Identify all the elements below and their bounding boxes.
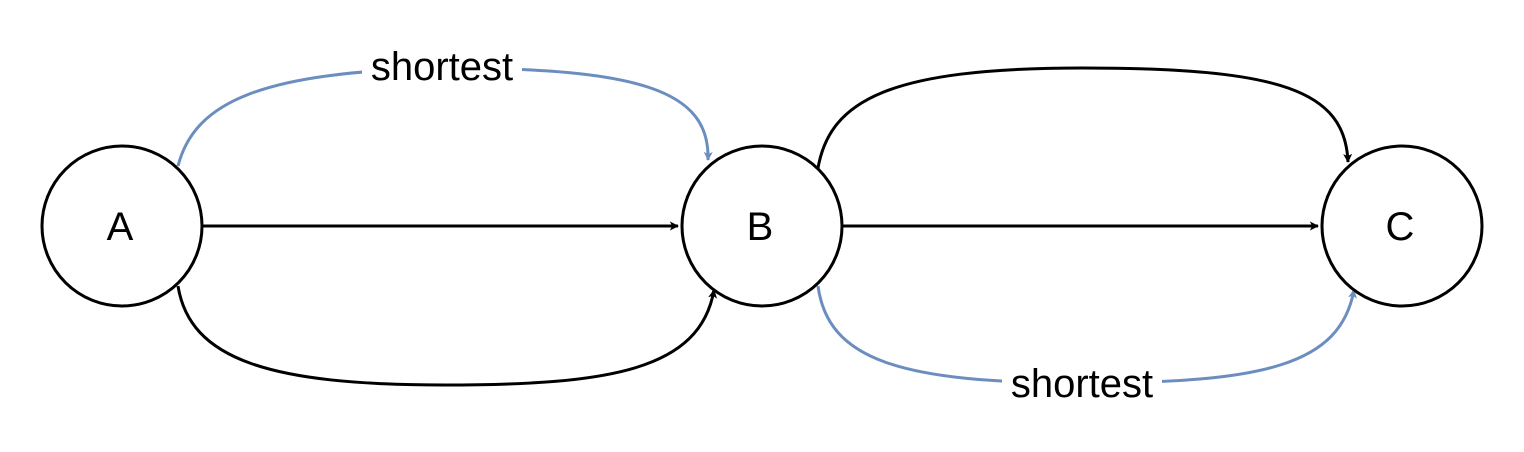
edge-b-c-upper [816,66,1353,169]
node-a-circle [40,144,204,308]
node-a[interactable]: A [40,144,204,308]
edge-label-bg-ab [362,44,522,90]
node-c-circle [1320,144,1484,308]
node-a-label: A [107,205,134,249]
edge-label-bc-shortest: shortest [1011,362,1153,406]
node-b-label: B [747,205,774,249]
edge-label-ab-shortest: shortest [371,45,513,89]
node-c-label: C [1386,205,1415,249]
edge-a-b-lower [176,285,718,387]
edge-label-bg-bc [1002,360,1162,406]
node-c[interactable]: C [1320,144,1484,308]
node-b[interactable]: B [680,144,844,308]
node-b-circle [680,144,844,308]
